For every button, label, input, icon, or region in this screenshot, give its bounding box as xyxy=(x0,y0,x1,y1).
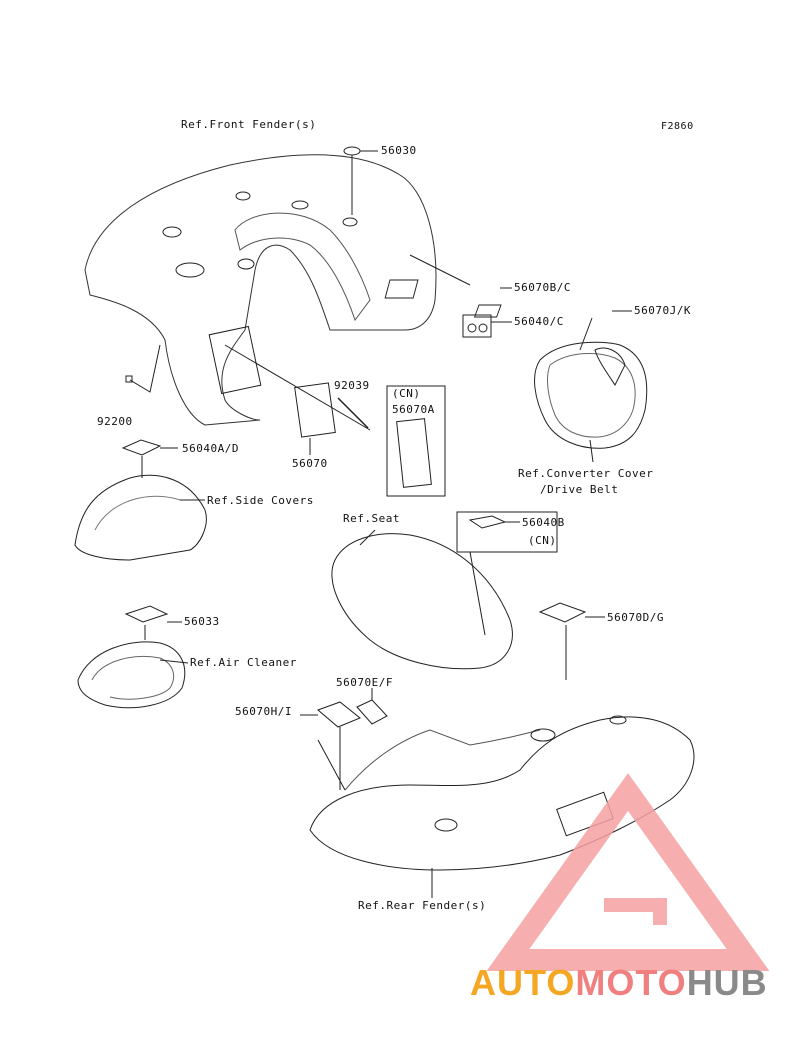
part-56070ef: 56070E/F xyxy=(336,676,393,689)
side-cover-outline xyxy=(74,474,207,561)
ref-front-fender: Ref.Front Fender(s) xyxy=(181,118,317,131)
ref-drive-belt: /Drive Belt xyxy=(540,483,619,496)
part-56070hi: 56070H/I xyxy=(235,705,292,718)
part-56033: 56033 xyxy=(184,615,220,628)
watermark-text-auto: AUTO xyxy=(470,962,576,1003)
label-56033 xyxy=(124,605,169,623)
part-56070jk: 56070J/K xyxy=(634,304,691,317)
watermark-triangle-icon xyxy=(486,773,770,971)
part-56070: 56070 xyxy=(292,457,328,470)
part-56030: 56030 xyxy=(381,144,417,157)
cn-box-56040b xyxy=(456,511,558,553)
seat-outline xyxy=(331,533,513,670)
ref-air-cleaner: Ref.Air Cleaner xyxy=(190,656,297,669)
label-56070jk xyxy=(473,304,502,318)
label-56070hi xyxy=(317,701,361,728)
figure-code: F2860 xyxy=(661,121,694,132)
air-cleaner-outline xyxy=(77,641,186,709)
part-56070dg: 56070D/G xyxy=(607,611,664,624)
watermark-logo: AUTOMOTOHUB xyxy=(470,963,768,1003)
part-56040ad: 56040A/D xyxy=(182,442,239,455)
label-56070ef xyxy=(356,699,388,725)
rear-fender-outline xyxy=(309,716,695,871)
part-56070bc: 56070B/C xyxy=(514,281,571,294)
part-92039: 92039 xyxy=(334,379,370,392)
label-56040ad xyxy=(121,439,162,456)
grommet-56030 xyxy=(343,146,361,156)
cn-label-2: (CN) xyxy=(528,534,557,547)
ref-converter-cover: Ref.Converter Cover xyxy=(518,467,654,480)
front-fender-outline xyxy=(84,154,437,426)
ref-seat: Ref.Seat xyxy=(343,512,400,525)
watermark-text-moto: MOTO xyxy=(575,962,687,1003)
part-56040c: 56040/C xyxy=(514,315,564,328)
cn-box-56070a xyxy=(386,385,446,497)
part-56070a: 56070A xyxy=(392,403,435,416)
part-92200: 92200 xyxy=(97,415,133,428)
ref-rear-fender: Ref.Rear Fender(s) xyxy=(358,899,487,912)
label-56070bc xyxy=(384,279,419,299)
watermark-text-hub: HUB xyxy=(686,962,768,1003)
label-56070 xyxy=(294,382,336,438)
converter-cover-outline xyxy=(534,341,648,449)
cn-label-1: (CN) xyxy=(392,387,421,400)
label-56070dg xyxy=(538,602,587,623)
label-56040c xyxy=(462,314,492,338)
part-56040b: 56040B xyxy=(522,516,565,529)
ref-side-covers: Ref.Side Covers xyxy=(207,494,314,507)
